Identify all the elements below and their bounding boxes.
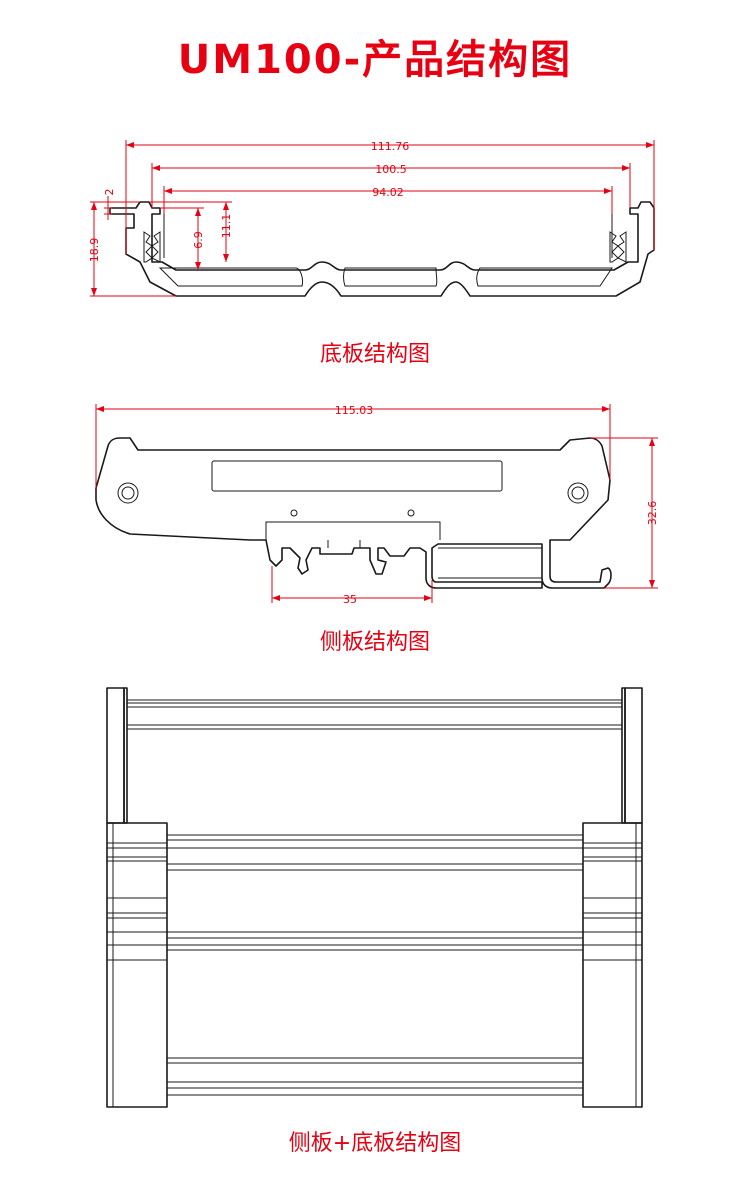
mount-hole-left [117, 482, 139, 504]
top-end-cap-right [624, 687, 643, 824]
mount-hole-left-inner [121, 486, 135, 500]
dim-height: 18.9 [88, 201, 176, 297]
svg-text:100.5: 100.5 [375, 163, 407, 176]
dim-side-width: 115.03 [95, 404, 611, 488]
svg-text:111.76: 111.76 [371, 140, 410, 153]
assembly-caption: 侧板+底板结构图 [288, 1131, 462, 1156]
svg-text:18.9: 18.9 [88, 238, 101, 263]
top-rail [127, 699, 622, 730]
end-block-right [582, 822, 643, 1108]
svg-text:32.6: 32.6 [646, 501, 659, 526]
dim-side-height: 32.6 [590, 437, 659, 589]
base-plate-slot [343, 267, 438, 287]
top-end-cap-left [106, 687, 125, 824]
base-plate-teeth [617, 231, 627, 263]
page-title: UM100-产品结构图 [177, 37, 573, 83]
base-plate-slot [158, 267, 303, 287]
svg-text:11.1: 11.1 [220, 214, 233, 239]
base-plate-teeth [151, 231, 161, 263]
svg-text:115.03: 115.03 [335, 404, 374, 417]
end-block-left [106, 822, 168, 1108]
base-plate-drawing: 111.76 100.5 94.02 18.9 2 6.9 11.1 [88, 140, 655, 297]
assembly-drawing [106, 687, 643, 1108]
dim-inner-width: 100.5 [151, 163, 631, 208]
end-block-grooves [107, 823, 642, 1107]
label-window [211, 460, 503, 492]
dim-slot-width: 94.02 [163, 186, 613, 214]
side-plate-drawing: 115.03 32.6 35 [95, 404, 659, 606]
svg-text:2: 2 [103, 189, 116, 196]
mount-hole-right [567, 482, 589, 504]
pin-hole [290, 509, 298, 517]
svg-text:35: 35 [343, 593, 357, 606]
svg-text:94.02: 94.02 [372, 186, 404, 199]
dim-rail: 35 [271, 566, 433, 606]
side-plate-outline [95, 437, 612, 589]
base-plate-caption: 底板结构图 [319, 342, 430, 367]
dim-top-lip: 2 [103, 189, 116, 220]
base-plate-slot [476, 267, 613, 287]
svg-text:6.9: 6.9 [192, 231, 205, 249]
pin-hole [407, 509, 415, 517]
mount-hole-right-inner [571, 486, 585, 500]
base-plate-outline [109, 201, 655, 297]
dim-depth-b: 11.1 [150, 201, 233, 262]
dim-depth-a: 6.9 [160, 207, 205, 270]
side-plate-caption: 侧板结构图 [319, 630, 430, 655]
dim-overall-width: 111.76 [125, 140, 655, 254]
base-rail [167, 834, 583, 1096]
